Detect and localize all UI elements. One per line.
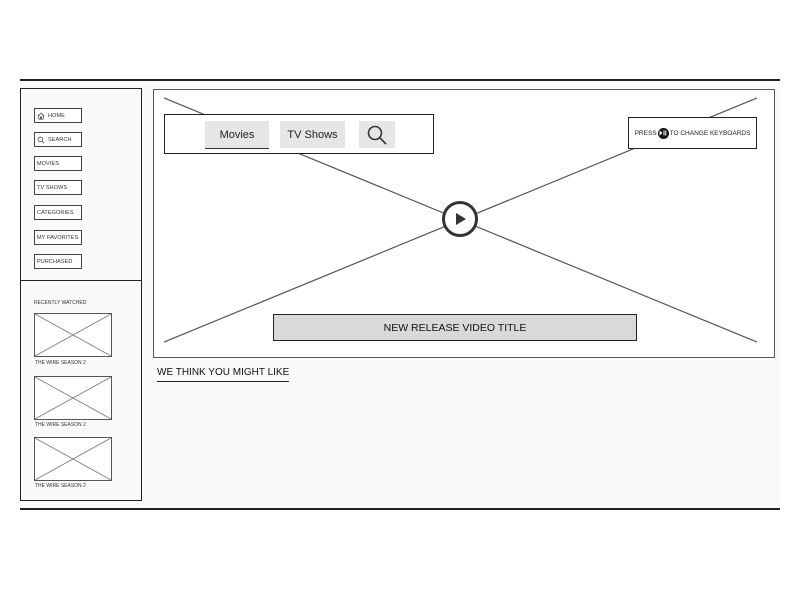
sidebar-item-search[interactable]: SEARCH <box>34 132 82 147</box>
search-icon <box>37 136 45 143</box>
top-nav-bar: Movies TV Shows <box>164 114 434 154</box>
sidebar-item-label: CATEGORIES <box>37 209 74 216</box>
search-button[interactable] <box>359 121 395 148</box>
play-button[interactable] <box>442 201 478 237</box>
recent-caption: THE WIRE SEASON 2 <box>35 360 86 366</box>
recent-thumbnail[interactable] <box>34 376 112 420</box>
sidebar-item-purchased[interactable]: PURCHASED <box>34 254 82 269</box>
image-placeholder-icon <box>35 377 111 419</box>
sidebar-item-label: MOVIES <box>37 160 59 167</box>
sidebar: HOME SEARCH MOVIES TV SHOWS CATEGORIES M… <box>20 88 142 501</box>
sidebar-item-label: TV SHOWS <box>37 184 68 191</box>
sidebar-item-label: PURCHASED <box>37 258 73 265</box>
sidebar-item-categories[interactable]: CATEGORIES <box>34 205 82 220</box>
recent-caption: THE WIRE SEASON 2 <box>35 422 86 428</box>
tab-tv-shows[interactable]: TV Shows <box>280 121 345 148</box>
sidebar-item-label: SEARCH <box>48 136 72 143</box>
top-border <box>20 79 780 81</box>
recent-thumbnail[interactable] <box>34 437 112 481</box>
sidebar-item-label: HOME <box>48 112 65 119</box>
image-placeholder-icon <box>35 314 111 356</box>
home-icon <box>37 112 45 120</box>
recommendations-title: WE THINK YOU MIGHT LIKE <box>157 367 290 382</box>
sidebar-item-label: MY FAVORITES <box>37 234 79 241</box>
keyboard-hint-prefix: PRESS <box>634 129 657 137</box>
recent-caption: THE WIRE SEASON 2 <box>35 483 86 489</box>
tab-movies[interactable]: Movies <box>205 121 269 149</box>
bottom-border <box>20 508 780 510</box>
sidebar-item-movies[interactable]: MOVIES <box>34 156 82 171</box>
video-title-bar[interactable]: NEW RELEASE VIDEO TITLE <box>273 314 637 341</box>
recent-thumbnail[interactable] <box>34 313 112 357</box>
keyboard-hint-suffix: TO CHANGE KEYBOARDS <box>669 129 751 137</box>
play-pause-icon <box>657 127 669 139</box>
hero-video[interactable]: Movies TV Shows PRESS TO CHANGE KEYBOARD… <box>153 89 775 358</box>
recently-watched-title: RECENTLY WATCHED <box>34 300 87 306</box>
sidebar-item-my-favorites[interactable]: MY FAVORITES <box>34 230 82 245</box>
image-placeholder-icon <box>35 438 111 480</box>
keyboard-hint: PRESS TO CHANGE KEYBOARDS <box>628 117 757 149</box>
search-icon <box>367 125 387 145</box>
sidebar-item-tv-shows[interactable]: TV SHOWS <box>34 180 82 195</box>
play-icon <box>456 213 466 225</box>
sidebar-nav: HOME SEARCH MOVIES TV SHOWS CATEGORIES M… <box>21 89 141 281</box>
sidebar-item-home[interactable]: HOME <box>34 108 82 123</box>
